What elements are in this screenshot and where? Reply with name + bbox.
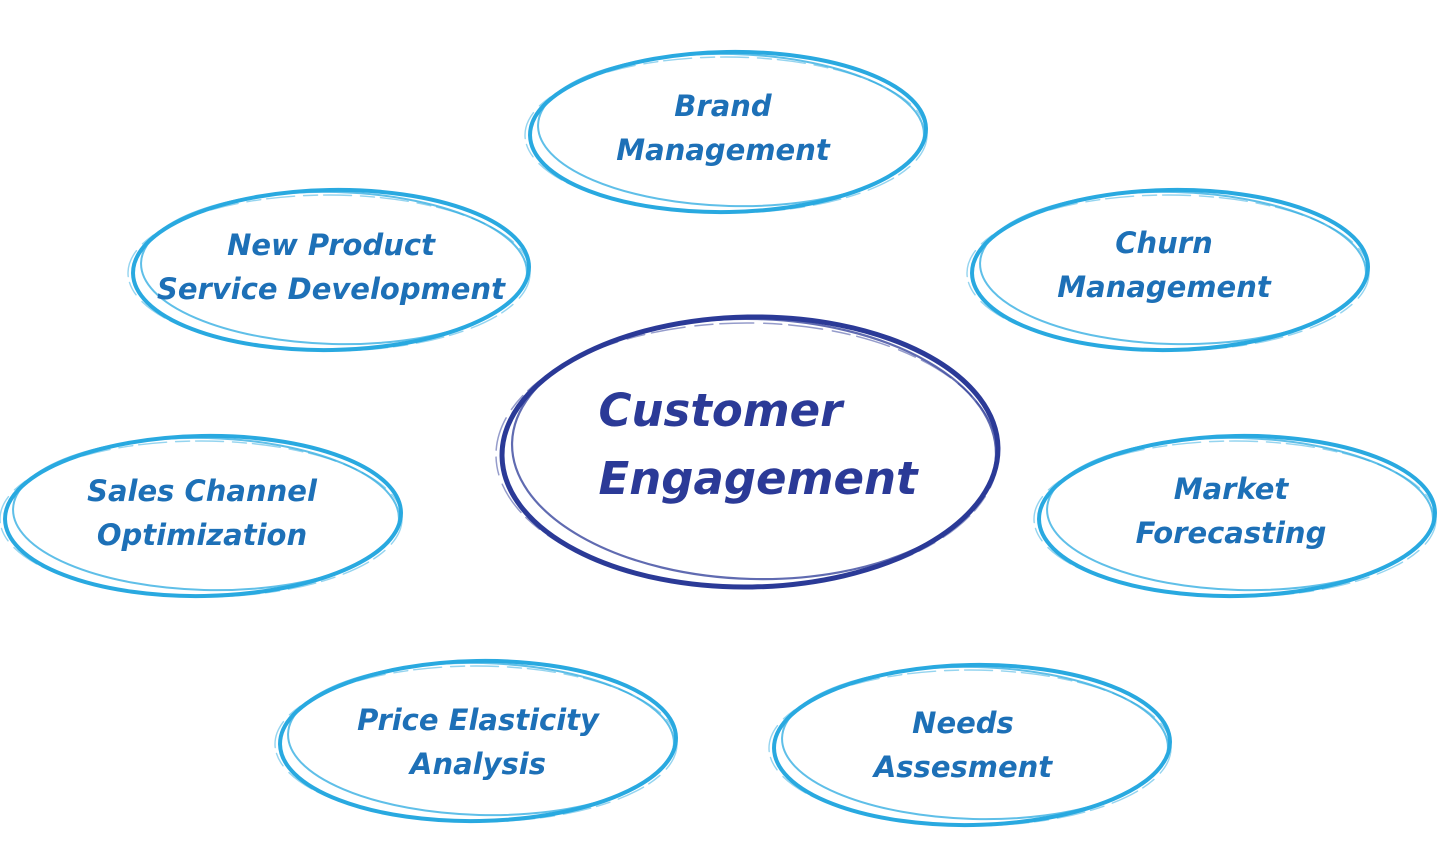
node-ring-sales-channel-optimization	[0, 433, 403, 599]
node-label-line: Brand	[674, 89, 772, 123]
node-label-line: Service Development	[157, 272, 505, 306]
node-ring-new-product-service-development	[127, 187, 531, 353]
node-ring-brand-management	[524, 49, 928, 215]
center-ring-customer-engagement	[495, 314, 1001, 590]
node-label-line: New Product	[227, 228, 435, 262]
node-label-line: Sales Channel	[87, 474, 317, 508]
node-ring-churn-management	[966, 187, 1370, 353]
node-label-line: Assesment	[873, 750, 1053, 784]
center-label-line: Engagement	[598, 452, 918, 505]
node-label-line: Analysis	[410, 747, 546, 781]
node-label-line: Needs	[912, 706, 1014, 740]
node-ring-needs-assesment	[768, 662, 1172, 828]
center-label-customer-engagement: Customer Engagement	[598, 377, 917, 513]
node-ring-price-elasticity-analysis	[274, 658, 678, 824]
node-label-market-forecasting: Market Forecasting	[1136, 467, 1327, 555]
node-ring-market-forecasting	[1033, 433, 1437, 599]
node-label-line: Churn	[1115, 226, 1213, 260]
node-label-line: Forecasting	[1135, 516, 1327, 550]
node-label-price-elasticity-analysis: Price Elasticity Analysis	[357, 698, 599, 786]
node-label-needs-assesment: Needs Assesment	[874, 701, 1052, 789]
node-label-line: Management	[1057, 270, 1271, 304]
node-label-churn-management: Churn Management	[1057, 221, 1270, 309]
node-label-new-product-service-development: New Product Service Development	[157, 223, 505, 311]
node-label-line: Market	[1173, 472, 1289, 506]
node-label-line: Management	[616, 133, 830, 167]
node-label-line: Optimization	[96, 518, 308, 552]
center-label-line: Customer	[598, 384, 843, 437]
node-label-sales-channel-optimization: Sales Channel Optimization	[87, 469, 317, 557]
node-label-brand-management: Brand Management	[616, 84, 829, 172]
node-label-line: Price Elasticity	[357, 703, 599, 737]
